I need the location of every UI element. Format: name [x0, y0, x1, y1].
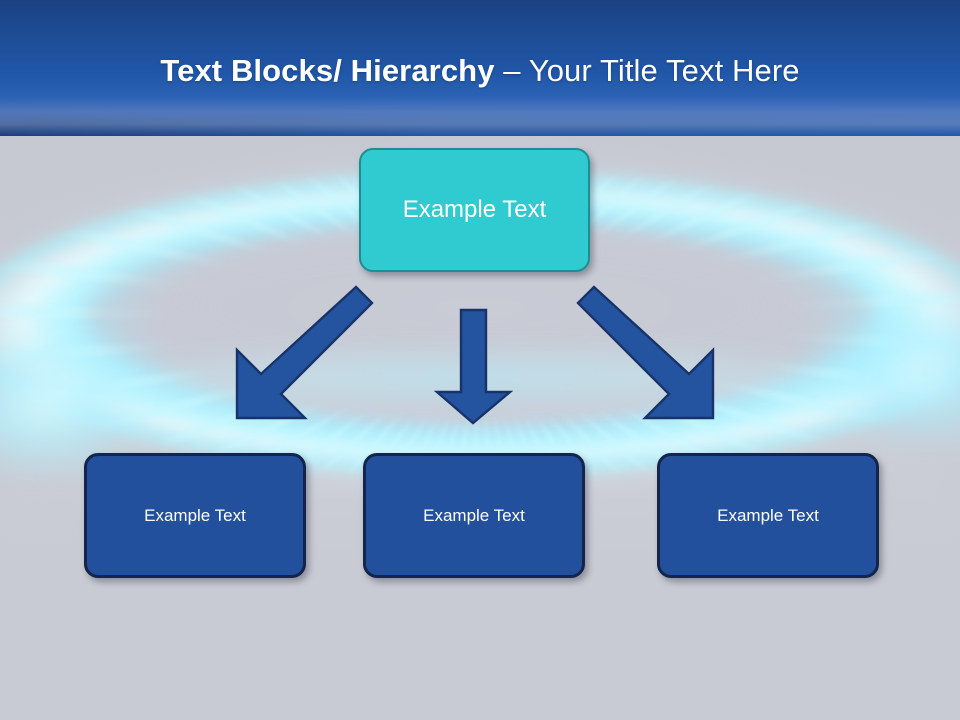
hierarchy-child-label-3: Example Text [717, 505, 819, 525]
hierarchy-root-node[interactable]: Example Text [359, 148, 590, 272]
hierarchy-child-label-1: Example Text [144, 505, 246, 525]
hierarchy-child-node-1[interactable]: Example Text [84, 453, 306, 578]
page-title-regular: – Your Title Text Here [503, 53, 800, 88]
page-title-bold: Text Blocks/ Hierarchy [160, 53, 504, 88]
hierarchy-child-node-3[interactable]: Example Text [657, 453, 879, 578]
hierarchy-child-node-2[interactable]: Example Text [363, 453, 585, 578]
hierarchy-root-label: Example Text [402, 196, 547, 223]
header-banner [0, 0, 960, 136]
hierarchy-child-label-2: Example Text [423, 505, 525, 525]
page-title: Text Blocks/ Hierarchy – Your Title Text… [0, 52, 960, 90]
